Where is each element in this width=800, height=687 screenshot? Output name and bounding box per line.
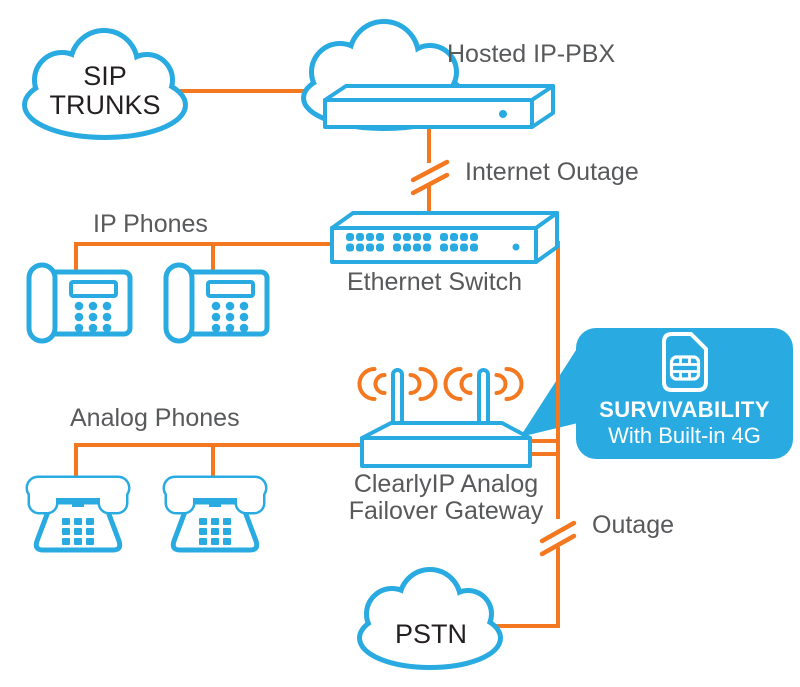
wireless-signal-icon xyxy=(357,367,524,401)
analog-phones-label: Analog Phones xyxy=(70,404,240,432)
hosted-ip-pbx-label: Hosted IP-PBX xyxy=(447,40,616,68)
sip-trunks-node xyxy=(22,28,188,140)
ethernet-switch-node xyxy=(330,211,559,264)
callout-box xyxy=(576,328,793,459)
callout-pointer xyxy=(520,347,578,437)
wireless-gateway-icon xyxy=(360,368,532,468)
pstn-node xyxy=(357,567,503,670)
gateway-label: ClearlyIP Analog Failover Gateway xyxy=(348,470,544,525)
sim-card-icon xyxy=(662,332,708,392)
server-led xyxy=(499,110,507,118)
server-icon xyxy=(323,84,555,129)
line-break-icon xyxy=(410,159,450,196)
gateway-node xyxy=(357,367,532,468)
outage-label: Outage xyxy=(592,511,675,539)
analog-phone-icon xyxy=(28,478,128,550)
internet-outage-label: Internet Outage xyxy=(465,158,639,186)
sip-trunks-label: SIP TRUNKS xyxy=(49,61,161,120)
callout-subtitle: With Built-in 4G xyxy=(608,423,761,448)
ip-phones-label: IP Phones xyxy=(93,210,208,238)
switch-ports xyxy=(346,233,478,252)
wires xyxy=(74,89,577,628)
ethernet-switch-label: Ethernet Switch xyxy=(346,268,523,296)
ip-phone-icon xyxy=(29,265,130,341)
ip-phone-icon xyxy=(166,265,267,341)
analog-phone-icon xyxy=(165,478,265,550)
pstn-label: PSTN xyxy=(394,619,467,649)
callout-title: SURVIVABILITY xyxy=(599,397,770,422)
survivability-callout xyxy=(520,328,793,459)
switch-led xyxy=(512,243,520,251)
switch-icon xyxy=(330,211,559,264)
hosted-ip-pbx-node xyxy=(301,19,555,131)
line-break-icon xyxy=(539,520,577,557)
